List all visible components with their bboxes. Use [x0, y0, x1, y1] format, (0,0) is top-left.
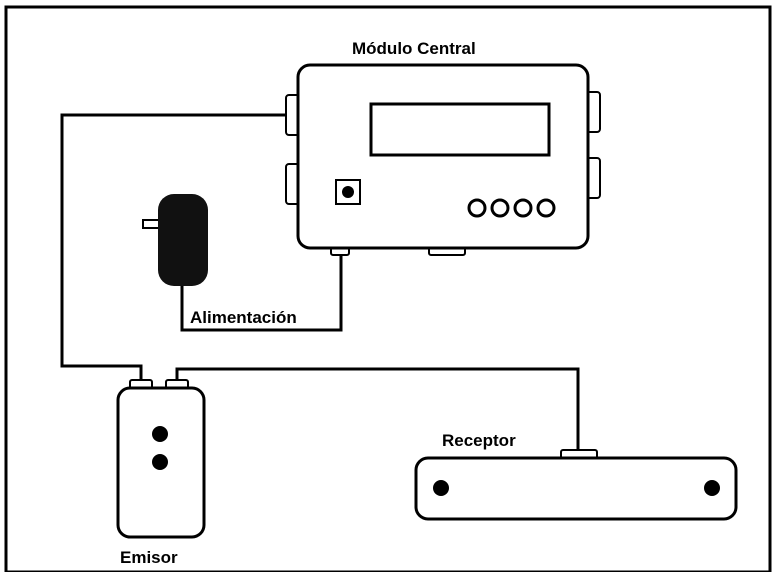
wiring	[60, 113, 580, 451]
emitter-led	[152, 454, 168, 470]
central-button	[490, 198, 510, 218]
wire-power-supply	[180, 255, 343, 332]
adapter-body	[158, 194, 208, 286]
receiver-device	[414, 449, 738, 521]
emitter-device	[116, 379, 206, 539]
central-button	[513, 198, 533, 218]
receiver-led	[433, 480, 449, 496]
power-adapter-icon	[142, 194, 208, 286]
emitter-led	[152, 426, 168, 442]
receiver-led	[704, 480, 720, 496]
wire-central-to-emitter	[60, 113, 286, 382]
reset-button-dot	[342, 186, 354, 198]
wire-emitter-to-receiver	[175, 367, 580, 451]
receiver-body	[414, 456, 738, 521]
central-button	[467, 198, 487, 218]
power-label: Alimentación	[190, 308, 297, 327]
central-module-label: Módulo Central	[352, 39, 476, 58]
central-module	[285, 63, 601, 256]
lcd-display	[369, 102, 551, 157]
emitter-label: Emisor	[120, 548, 178, 567]
receiver-label: Receptor	[442, 431, 516, 450]
central-button	[536, 198, 556, 218]
